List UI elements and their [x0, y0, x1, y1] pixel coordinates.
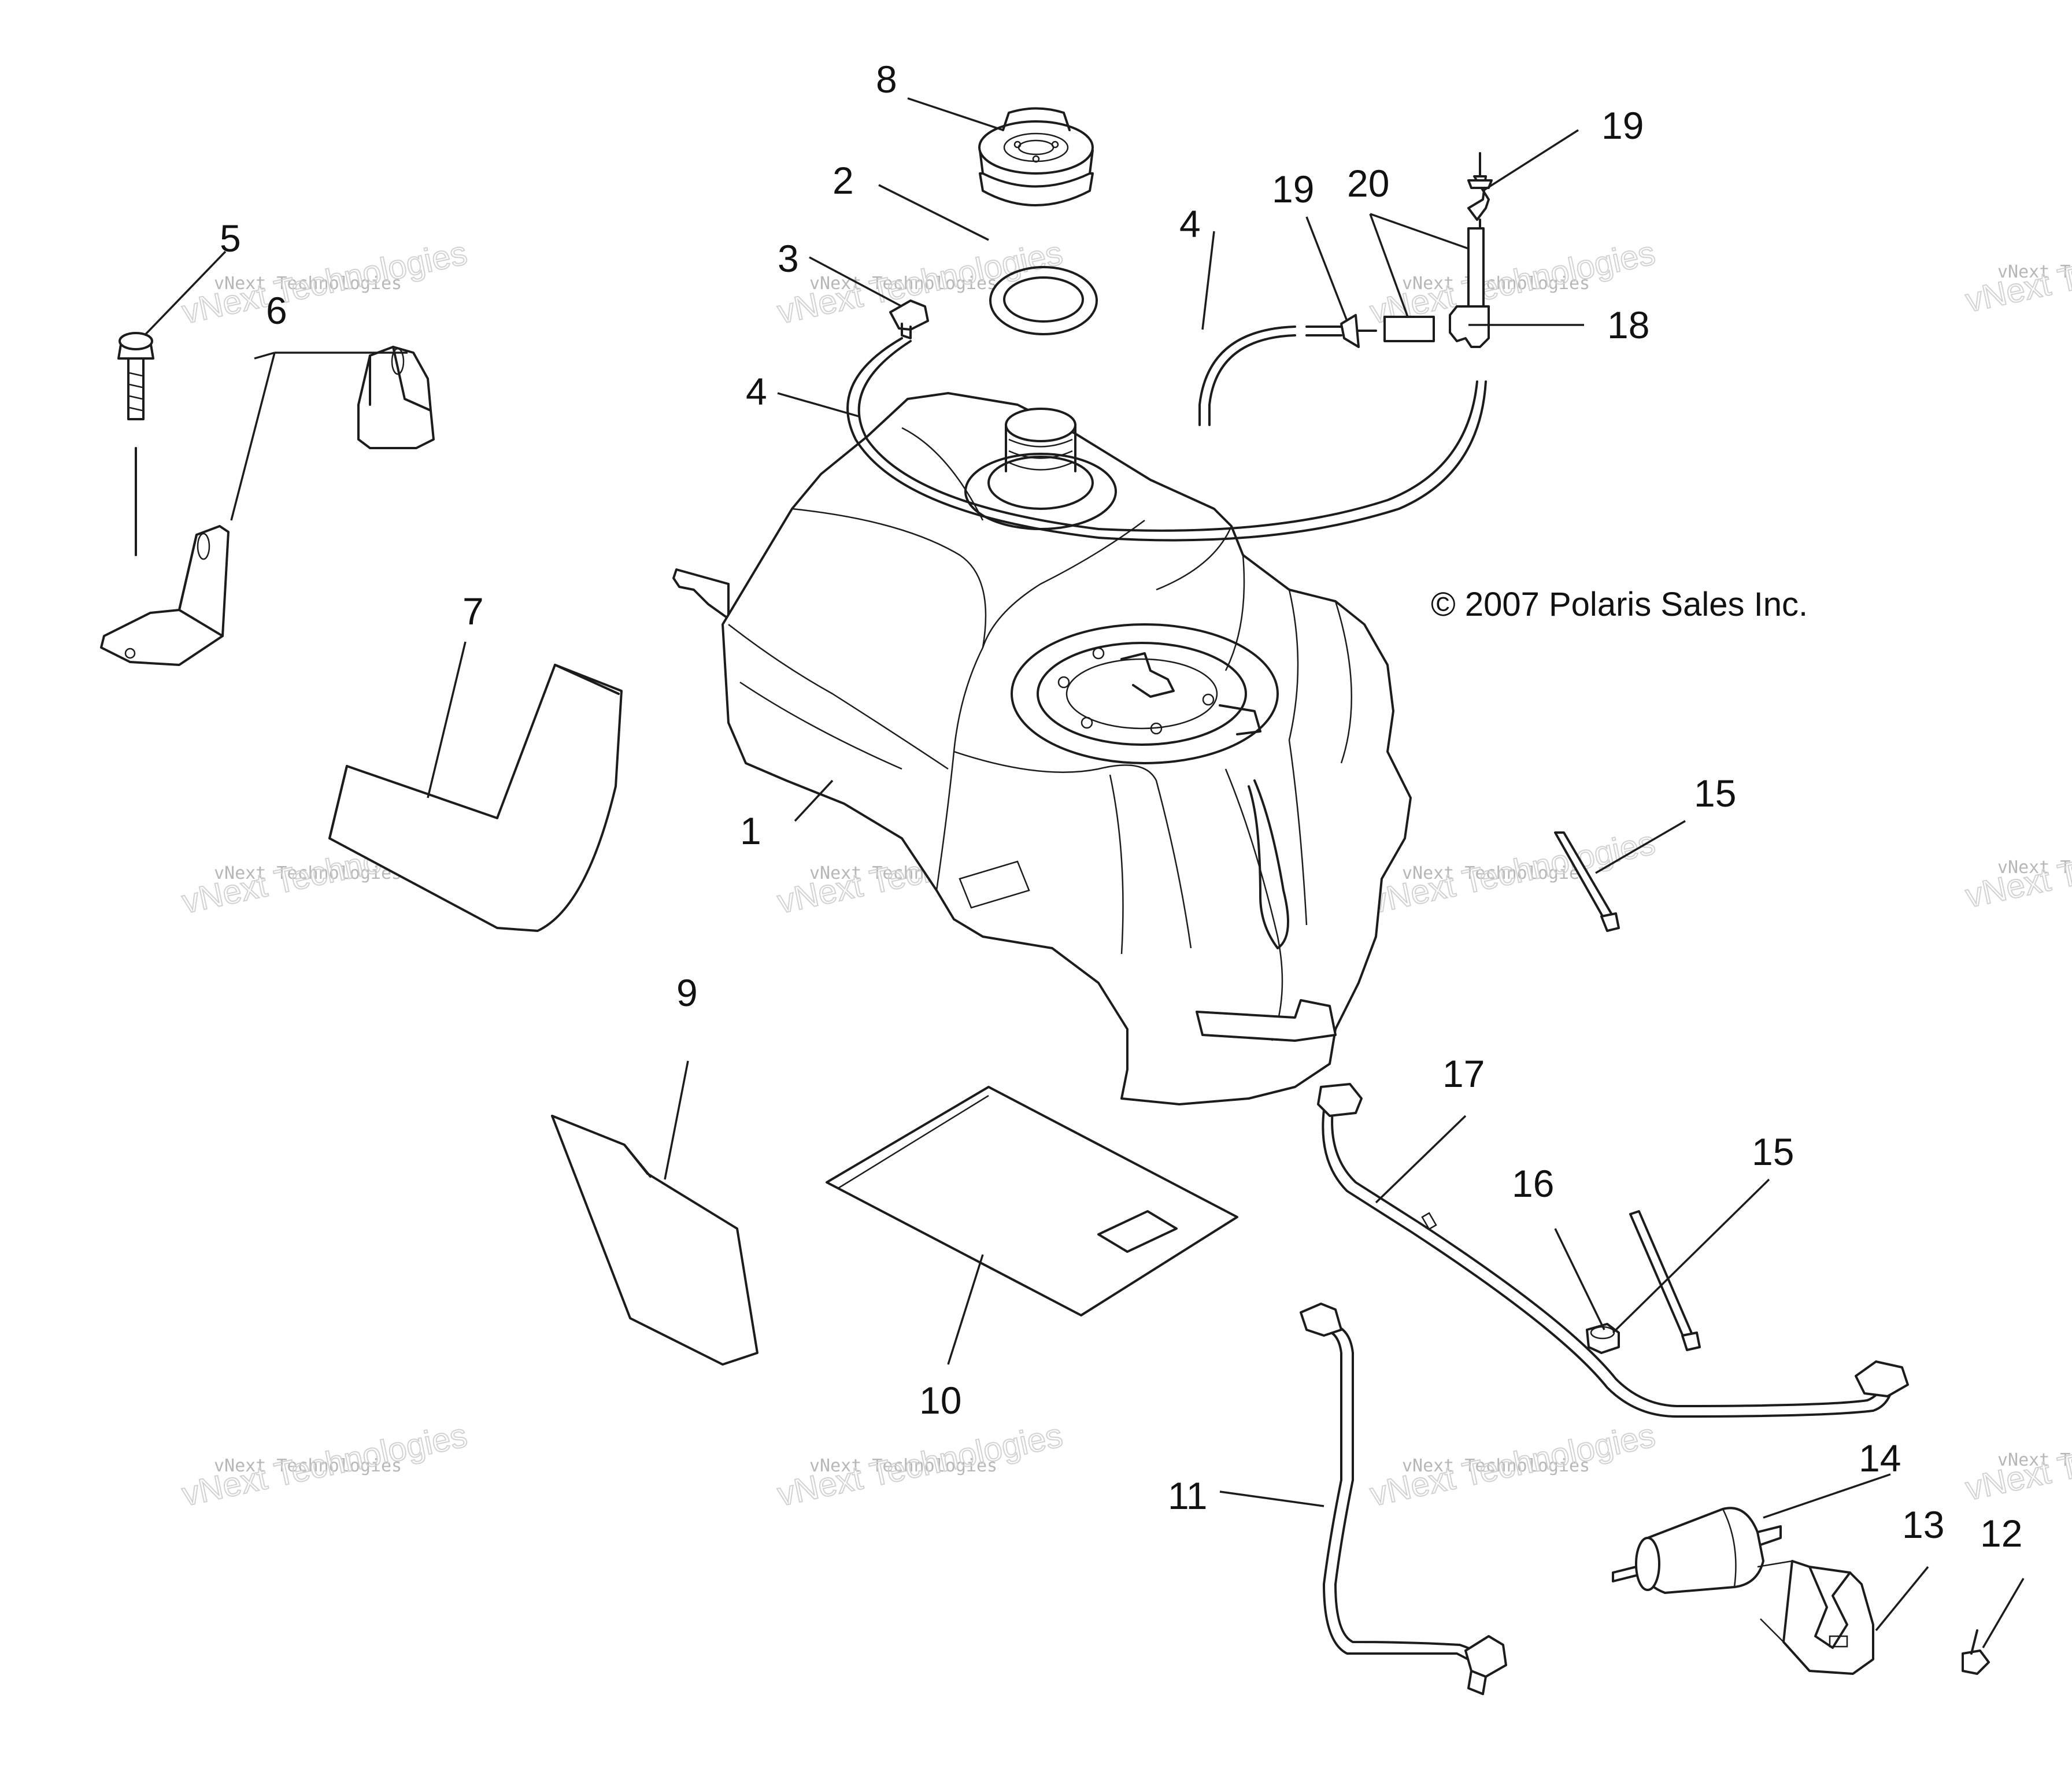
- callout-18: 18: [1607, 304, 1649, 346]
- fuel-filter-part-14: [1612, 1507, 1782, 1594]
- pad-part-9: [551, 1115, 758, 1366]
- filter-clip-part-13: [1757, 1560, 1874, 1675]
- callout-10: 10: [919, 1379, 961, 1422]
- callout-4: 4: [746, 370, 767, 413]
- callout-17: 17: [1442, 1052, 1485, 1095]
- callout-4: 4: [1179, 202, 1201, 245]
- callout-16: 16: [1512, 1162, 1554, 1205]
- callout-6: 6: [266, 289, 287, 332]
- callout-20: 20: [1347, 162, 1389, 205]
- watermark: vNext Technologies vNext Technologies: [1962, 818, 2072, 916]
- push-rivet-part-12: [1962, 1629, 1990, 1675]
- svg-text:vNext Technologies: vNext Technologies: [1962, 1411, 2072, 1508]
- callout-9: 9: [676, 971, 698, 1014]
- callout-2: 2: [832, 159, 854, 202]
- check-valve-part-19a: [1467, 152, 1493, 230]
- svg-text:vNext Technologies: vNext Technologies: [1962, 818, 2072, 915]
- svg-text:vNext Technologies: vNext Technologies: [1402, 273, 1590, 294]
- check-valve-part-19b: [1305, 314, 1377, 348]
- bracket-part-6-left: [100, 525, 230, 666]
- svg-text:vNext Technologies: vNext Technologies: [1402, 1456, 1590, 1476]
- svg-text:vNext Technologies: vNext Technologies: [214, 863, 402, 883]
- hose-segment-part-20: [1383, 316, 1435, 342]
- fuel-cap-part-8: [978, 107, 1094, 206]
- callout-5: 5: [220, 217, 241, 260]
- gasket-part-2: [989, 266, 1098, 335]
- svg-text:vNext Technologies: vNext Technologies: [1962, 223, 2072, 320]
- bolt-part-5: [117, 332, 154, 556]
- leader-lines: [143, 97, 2025, 1648]
- cable-tie-part-15b: [1629, 1210, 1701, 1351]
- callout-19: 19: [1601, 104, 1644, 147]
- callout-15: 15: [1694, 772, 1736, 815]
- pad-part-10: [826, 1086, 1238, 1316]
- callout-7: 7: [462, 590, 484, 633]
- watermark: vNext Technologies vNext Technologies: [1962, 1410, 2072, 1508]
- fuel-line-part-11: [1300, 1303, 1507, 1695]
- vent-fitting-part-3: [889, 299, 929, 339]
- callout-11: 11: [1168, 1474, 1208, 1517]
- callout-8: 8: [876, 58, 897, 101]
- fuel-line-part-17: [1317, 1083, 1909, 1418]
- copyright-notice: © 2007 Polaris Sales Inc.: [1431, 586, 1808, 623]
- callout-1: 1: [740, 809, 761, 852]
- callout-13: 13: [1902, 1503, 1944, 1546]
- watermark: vNext Technologies vNext Technologies: [178, 1416, 471, 1514]
- bracket-part-6-right: [357, 346, 435, 449]
- cable-tie-part-15a: [1554, 831, 1620, 932]
- svg-text:vNext Technologies: vNext Technologies: [214, 1456, 402, 1476]
- svg-text:vNext Technologies: vNext Technologies: [1402, 863, 1590, 883]
- svg-text:vNext Technologies: vNext Technologies: [1997, 262, 2072, 282]
- svg-text:vNext Technologies: vNext Technologies: [1997, 1450, 2072, 1470]
- callout-15: 15: [1752, 1130, 1794, 1173]
- watermark: vNext Technologies vNext Technologies: [1366, 823, 1659, 922]
- svg-text:vNext Technologies: vNext Technologies: [809, 273, 997, 294]
- watermark: vNext Technologies vNext Technologies: [1962, 222, 2072, 320]
- fuel-tank-part-1: [672, 392, 1412, 1105]
- callout-3: 3: [778, 237, 799, 280]
- callout-19: 19: [1272, 168, 1314, 210]
- pad-part-7: [328, 664, 623, 932]
- tee-fitting-part-18: [1449, 227, 1490, 348]
- callout-14: 14: [1859, 1437, 1901, 1480]
- svg-text:vNext Technologies: vNext Technologies: [1997, 857, 2072, 878]
- watermark: vNext Technologies vNext Technologies: [774, 1416, 1066, 1514]
- callout-12: 12: [1980, 1512, 2022, 1555]
- callout-numbers: 1 2 3 4 4 5 6 7 8 9 10 11 12 13 14 15 15…: [220, 58, 2022, 1555]
- vent-hose-part-4: [846, 326, 1487, 542]
- svg-text:vNext Technologies: vNext Technologies: [809, 1456, 997, 1476]
- svg-text:vNext Technologies: vNext Technologies: [214, 273, 402, 294]
- watermark: vNext Technologies vNext Technologies: [1366, 1416, 1659, 1514]
